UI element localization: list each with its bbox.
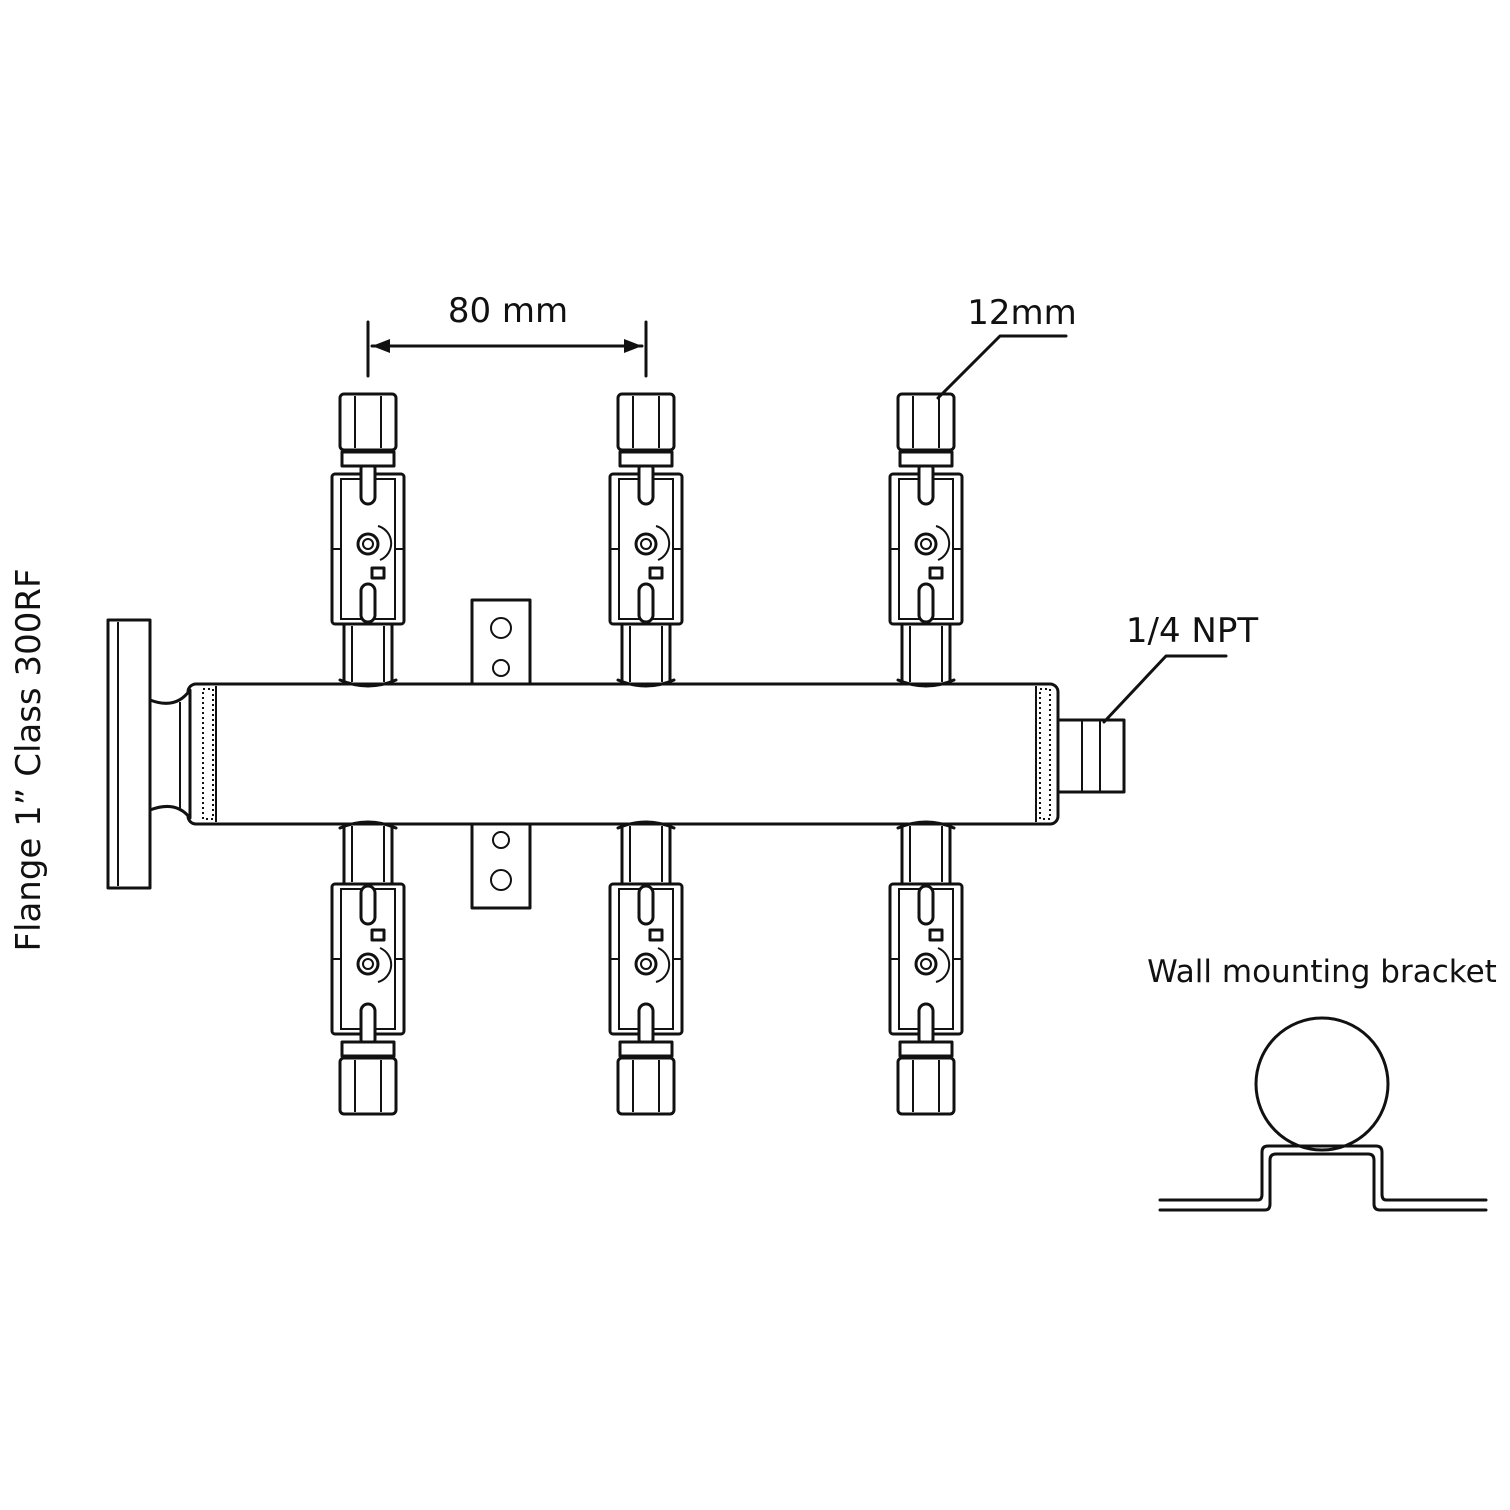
inlet-flange-label: Flange 1” Class 300RF — [9, 568, 49, 951]
mounting-plate-top — [470, 598, 532, 686]
bracket-caption: Wall mounting bracket — [1147, 954, 1497, 990]
valve-top-3 — [888, 392, 964, 688]
leader-tube-od: 12mm — [936, 293, 1077, 400]
leader-outlet-thread: 1/4 NPT — [1102, 611, 1258, 724]
outlet-thread-label: 1/4 NPT — [1126, 611, 1258, 651]
npt-plug-icon — [1056, 718, 1126, 794]
manifold-header — [186, 682, 1060, 826]
spacing-label: 80 mm — [448, 291, 568, 331]
mounting-plate-bottom — [470, 822, 532, 910]
bracket-icon — [1158, 1016, 1488, 1212]
valve-top-1 — [330, 392, 406, 688]
tube-od-label: 12mm — [967, 293, 1077, 333]
valve-bottom-1 — [330, 820, 406, 1116]
dimension-spacing: 80 mm — [366, 291, 648, 378]
flange-icon — [106, 618, 192, 890]
valve-bottom-3 — [888, 820, 964, 1116]
valve-top-2 — [608, 392, 684, 688]
valve-bottom-2 — [608, 820, 684, 1116]
